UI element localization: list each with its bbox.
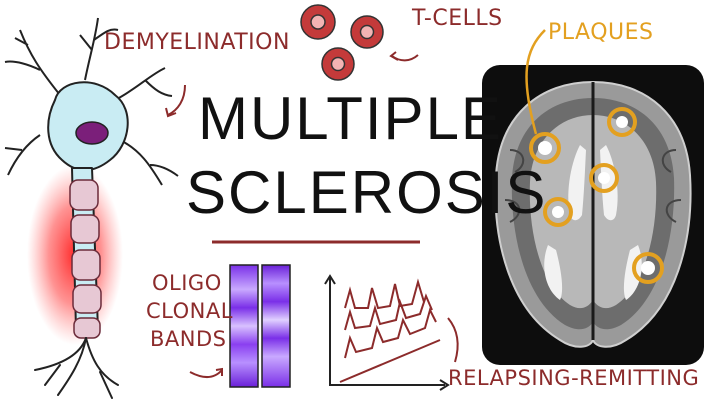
tcells-icon [300,4,384,81]
relapse-line-low [344,307,437,359]
trend-line [339,339,441,383]
plaques-label: PLAQUES [548,20,654,45]
plaque-rings [529,107,664,284]
plaques-pointer [525,29,546,135]
title-line-1: MULTIPLE [198,85,503,152]
myelin-sheath [69,179,102,339]
demyelination-label: DEMYELINATION [104,30,290,55]
bands-arrow [189,369,223,378]
title-line-2: SCLEROSIS [186,159,548,226]
relapsing-remitting-label: RELAPSING-REMITTING [448,366,700,390]
tcells-label: T-CELLS [412,6,503,31]
axon-terminals [34,337,119,399]
nucleus [75,121,109,145]
oligo-label-line-2: CLONAL [146,299,233,323]
relapse-line-top [344,278,425,310]
relapsing-arrow [447,317,459,363]
relapsing-remitting-graph [324,274,450,391]
oligoclonal-bands-icon [229,264,291,388]
demyelination-arrow [167,84,186,116]
relapse-line-mid [344,293,433,331]
oligo-label-line-3: BANDS [150,327,227,351]
oligo-label-line-1: OLIGO [152,271,222,295]
